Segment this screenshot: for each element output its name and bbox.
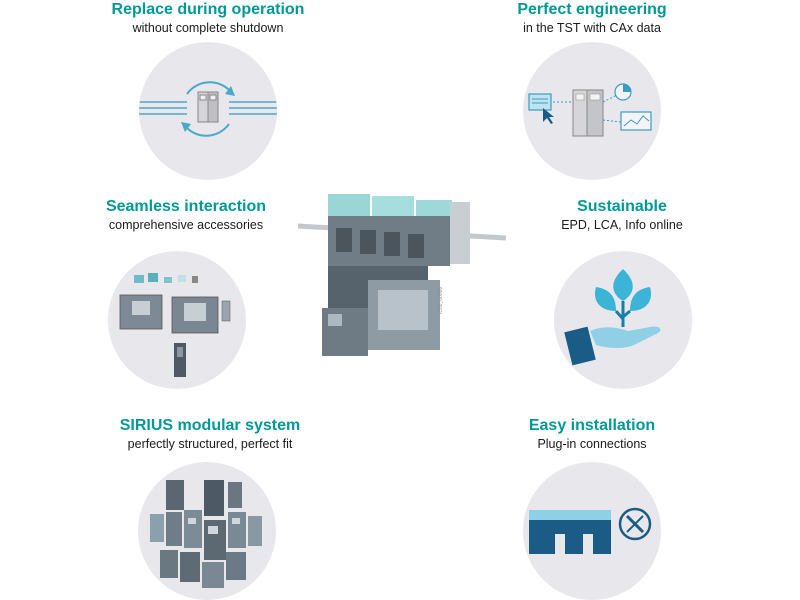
feature-replace: Replace during operation without complet… xyxy=(58,0,358,36)
feature-subtitle: comprehensive accessories xyxy=(108,218,264,232)
feature-seamless: Seamless interaction comprehensive acces… xyxy=(36,197,336,233)
feature-title: Seamless interaction xyxy=(105,198,267,215)
feature-installation: Easy installation Plug-in connections xyxy=(442,416,742,452)
modular-system-photo xyxy=(150,480,262,588)
feature-title: Perfect engineering xyxy=(517,1,667,18)
product-code: IC02_00008 xyxy=(438,287,444,314)
cad-engineering-icon xyxy=(528,83,652,137)
feature-title: Sustainable xyxy=(577,198,667,215)
replace-circle xyxy=(139,42,277,180)
engineering-circle xyxy=(523,42,661,180)
seamless-circle xyxy=(108,251,246,389)
accessories-photo xyxy=(119,273,231,377)
feature-subtitle: without complete shutdown xyxy=(132,21,284,35)
feature-subtitle: Plug-in connections xyxy=(537,437,647,451)
feature-sustainable: Sustainable EPD, LCA, Info online xyxy=(472,197,772,233)
feature-subtitle: in the TST with CAx data xyxy=(523,21,661,35)
plug-in-tool-icon xyxy=(529,507,652,554)
plant-hand-icon xyxy=(564,269,661,366)
feature-sirius: SIRIUS modular system perfectly structur… xyxy=(60,416,360,452)
sirius-circle xyxy=(138,462,276,600)
rotate-arrows-device-icon xyxy=(139,81,277,137)
feature-title: SIRIUS modular system xyxy=(119,417,301,434)
sustainable-circle xyxy=(554,251,692,389)
installation-circle xyxy=(523,462,661,600)
feature-title: Easy installation xyxy=(528,417,656,434)
feature-engineering: Perfect engineering in the TST with CAx … xyxy=(442,0,742,36)
product-photo: IC02_00008 xyxy=(298,194,507,356)
feature-subtitle: EPD, LCA, Info online xyxy=(561,218,683,232)
feature-subtitle: perfectly structured, perfect fit xyxy=(127,437,293,451)
feature-title: Replace during operation xyxy=(111,1,305,18)
